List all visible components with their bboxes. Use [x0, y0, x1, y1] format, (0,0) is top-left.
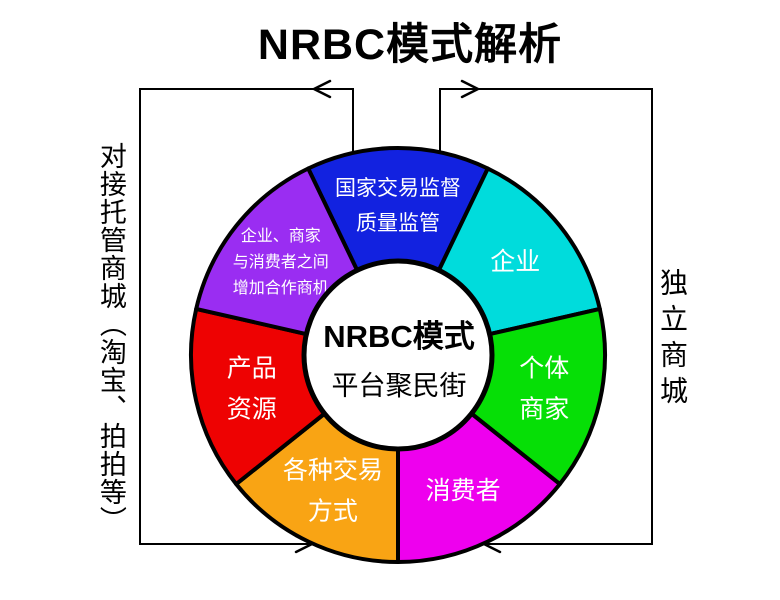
center-subtitle: 平台聚民街	[332, 371, 467, 401]
right-mall-label: 独立商城	[657, 268, 689, 412]
segment-label-consumers: 消费者	[426, 477, 501, 505]
connector-left-path	[139, 88, 354, 545]
segment-label-individual-merchants: 个体商家	[519, 355, 569, 424]
center-title: NRBC模式	[323, 319, 475, 354]
segment-label-cooperation: 企业、商家与消费者之间增加合作商机	[233, 227, 329, 297]
segment-label-state-supervision: 国家交易监督质量监管	[335, 177, 461, 235]
connector-right-path	[439, 88, 653, 545]
segment-label-enterprise: 企业	[490, 248, 540, 276]
segment-label-trade-methods: 各种交易方式	[283, 456, 383, 525]
segment-label-product-resources: 产品资源	[227, 355, 277, 424]
left-mall-label: 对接托管商城（淘宝、拍拍等）	[95, 142, 126, 534]
arrow-right-top-icon	[460, 79, 481, 99]
donut-center-circle	[301, 258, 495, 452]
arrow-left-top-icon	[311, 79, 332, 99]
diagram-title: NRBC模式解析	[257, 21, 563, 69]
